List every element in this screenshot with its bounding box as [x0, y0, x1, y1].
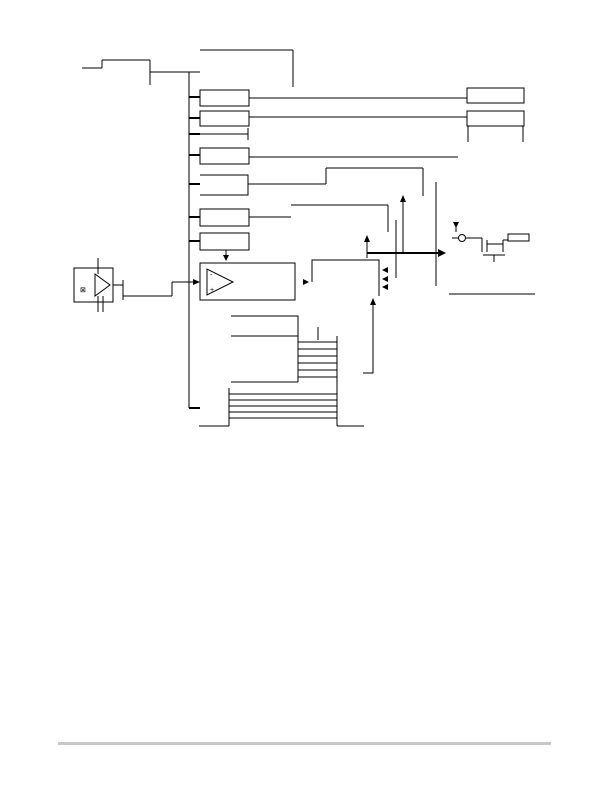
central-signal-lines [364, 182, 437, 286]
sensor-symbol: ⊠ [80, 287, 86, 294]
register-block-1 [199, 89, 467, 107]
amp-noninverting-symbol: + [210, 287, 214, 294]
register-block-6 [199, 204, 389, 232]
bus-taps [189, 96, 200, 409]
amplifier-block: - + [199, 250, 296, 301]
output-block-2 [466, 110, 525, 142]
lower-register [231, 315, 338, 426]
mux-bracket [303, 259, 388, 296]
sensor-input-block: ⊠ [73, 258, 200, 312]
feedback-arrow [363, 298, 376, 374]
output-bus-arrow [367, 249, 446, 257]
amp-inverting-symbol: - [210, 272, 213, 279]
register-block-4 [199, 147, 458, 165]
output-block-1 [466, 87, 525, 104]
register-block-5 [200, 167, 424, 196]
register-block-7 [199, 232, 250, 251]
current-source-circuit [452, 222, 530, 262]
register-block-2 [199, 110, 467, 140]
input-wiring-top-left [82, 59, 200, 85]
footer-rule [58, 742, 551, 745]
top-bus-line [200, 49, 294, 87]
bottom-bus-bundle [199, 388, 364, 427]
